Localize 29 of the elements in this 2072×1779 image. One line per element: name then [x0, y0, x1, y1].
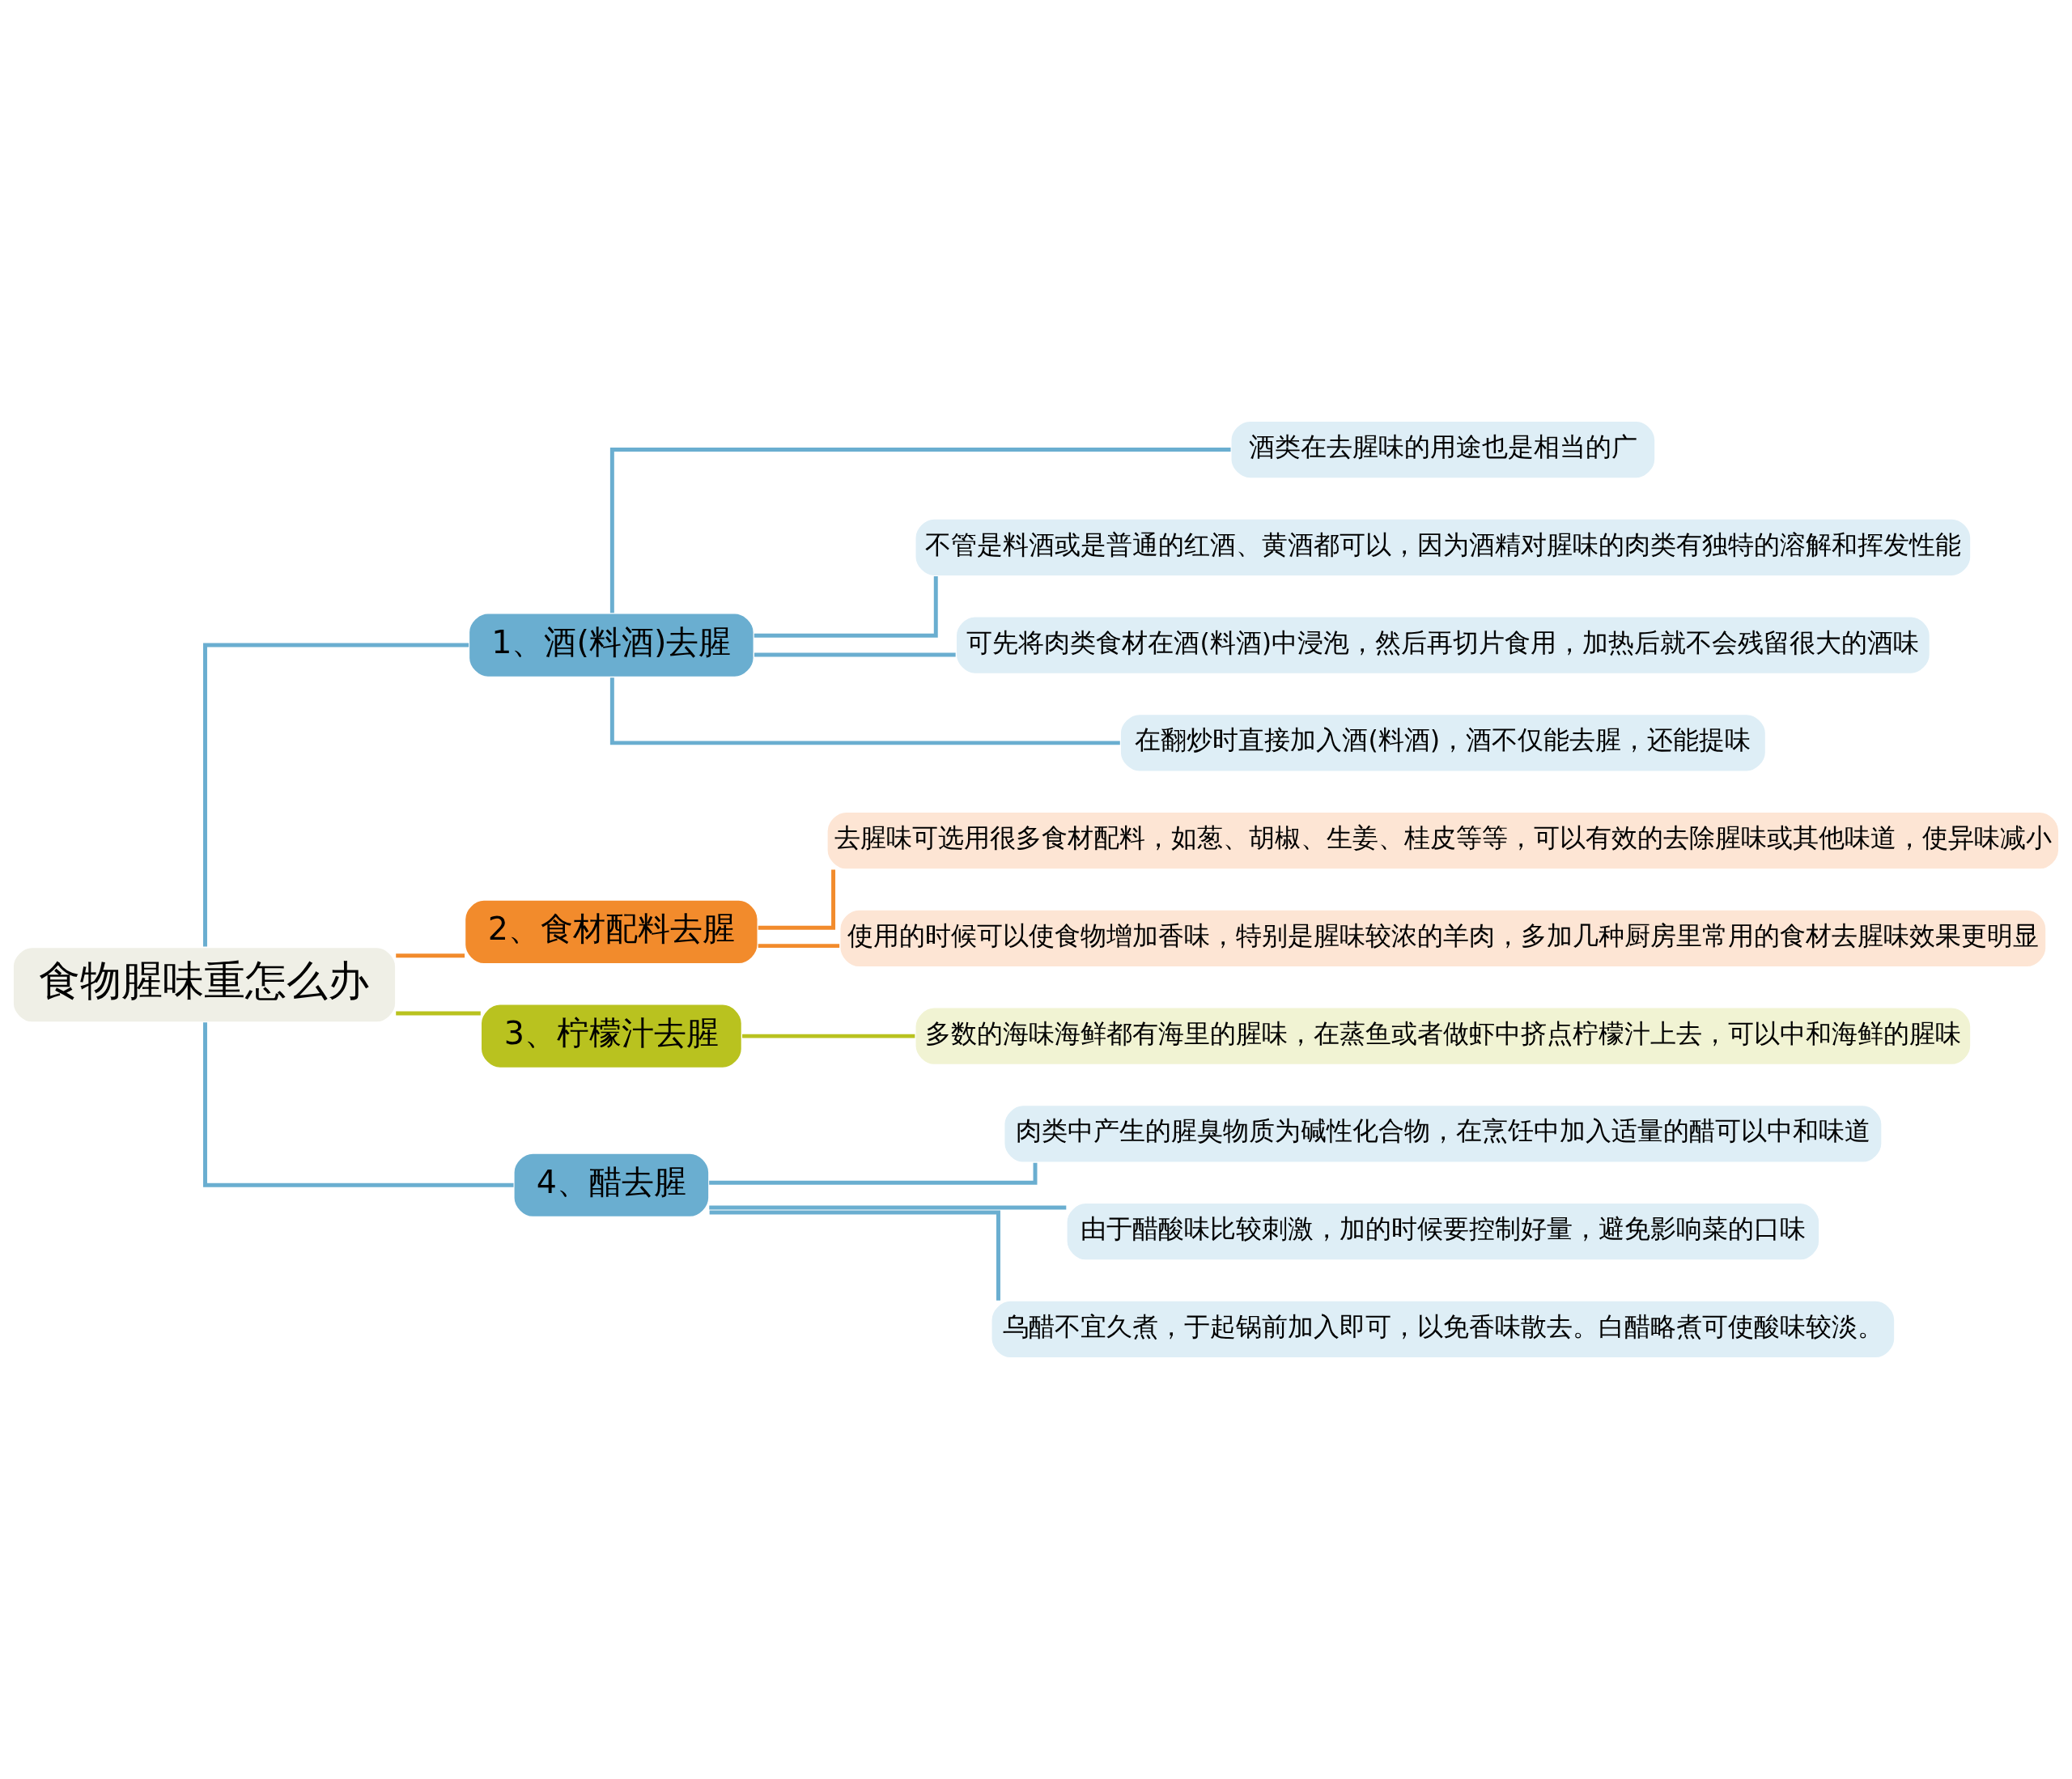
- connector: [709, 1210, 1000, 1301]
- node-box: 3、柠檬汁去腥: [480, 1003, 743, 1069]
- node-box: 使用的时候可以使食物增加香味，特别是腥味较浓的羊肉，多加几种厨房里常用的食材去腥味效果更明显: [839, 908, 2048, 968]
- node-box: 不管是料酒或是普通的红酒、黄酒都可以，因为酒精对腥味的肉类有独特的溶解和挥发性能: [914, 517, 1972, 577]
- node-box: 由于醋酸味比较刺激，加的时候要控制好量，避免影响菜的口味: [1065, 1202, 1821, 1262]
- node-box: 食物腥味重怎么办: [11, 946, 397, 1024]
- node-box: 乌醋不宜久煮，于起锅前加入即可，以免香味散去。白醋略煮可使酸味较淡。: [990, 1299, 1896, 1360]
- connector: [203, 1022, 514, 1187]
- connector: [609, 677, 1120, 745]
- connector: [396, 953, 465, 958]
- connector: [754, 576, 938, 638]
- node-box: 去腥味可选用很多食材配料，如葱、胡椒、生姜、桂皮等等，可以有效的去除腥味或其他味道，使异味减小: [826, 811, 2061, 871]
- node-box: 4、醋去腥: [512, 1152, 711, 1218]
- node-box: 2、食材配料去腥: [464, 898, 759, 966]
- connector: [754, 652, 956, 657]
- connector: [758, 869, 836, 930]
- connector: [709, 1162, 1038, 1185]
- connector: [203, 643, 469, 947]
- connector: [758, 944, 840, 949]
- node-box: 可先将肉类食材在酒(料酒)中浸泡，然后再切片食用，加热后就不会残留很大的酒味: [955, 615, 1931, 675]
- connector: [742, 1034, 915, 1038]
- node-box: 多数的海味海鲜都有海里的腥味，在蒸鱼或者做虾中挤点柠檬汁上去，可以中和海鲜的腥味: [914, 1006, 1972, 1066]
- node-box: 1、酒(料酒)去腥: [468, 612, 755, 678]
- connector: [609, 448, 1231, 614]
- node-box: 肉类中产生的腥臭物质为碱性化合物，在烹饪中加入适量的醋可以中和味道: [1003, 1104, 1883, 1164]
- node-box: 酒类在去腥味的用途也是相当的广: [1229, 419, 1657, 480]
- connector: [396, 1011, 481, 1016]
- node-box: 在翻炒时直接加入酒(料酒)，酒不仅能去腥，还能提味: [1119, 713, 1767, 773]
- connector: [709, 1205, 1067, 1210]
